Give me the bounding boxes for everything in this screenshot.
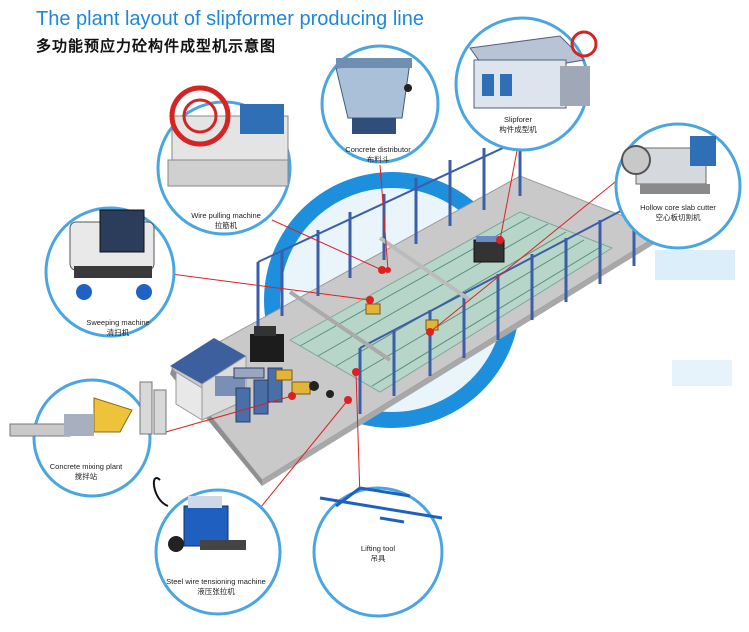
title-english: The plant layout of slipformer producing… — [36, 8, 424, 30]
callout-slipformer — [454, 16, 598, 152]
label-concrete-distributor: Concrete distributor 布料斗 — [345, 145, 410, 165]
hydraulic-jack-icon — [152, 477, 246, 552]
black-press — [250, 334, 284, 362]
crane-rails — [257, 139, 635, 362]
label-wire-pulling-machine: Wire pulling machine 拉筋机 — [191, 211, 261, 231]
label-cn: 布料斗 — [366, 155, 390, 164]
wire-reel-icon — [167, 85, 289, 187]
label-lifting-tool: Lifting tool 吊具 — [361, 544, 395, 564]
label-en: Wire pulling machine — [191, 211, 261, 220]
callout-lifting-tool — [312, 486, 444, 618]
label-en: Sweeping machine — [86, 318, 150, 327]
floor-vehicles — [275, 236, 505, 398]
callout-tensioning — [152, 477, 282, 616]
label-sweeping-machine: Sweeping machine 清扫机 — [86, 318, 149, 338]
hopper-icon — [335, 58, 412, 134]
label-en: Lifting tool — [360, 544, 396, 553]
leader-dots — [288, 236, 504, 404]
label-hollow-core-slab-cutter: Hollow core slab cutter 空心板切割机 — [640, 203, 716, 223]
label-cn: 拉筋机 — [214, 221, 238, 230]
label-en: Hollow core slab cutter — [640, 203, 716, 212]
callout-slab-cutter — [614, 122, 742, 250]
saw-icon — [621, 136, 716, 194]
label-slipformer: Slipforer 构件成型机 — [499, 115, 537, 135]
title-chinese: 多功能预应力砼构件成型机示意图 — [36, 37, 277, 55]
callout-concrete-distributor — [320, 44, 440, 164]
callout-sweeping — [44, 206, 176, 338]
label-en: Slipforer — [504, 115, 532, 124]
label-cn: 液压张拉机 — [197, 587, 235, 596]
label-cn: 吊具 — [370, 554, 386, 563]
slipformer-icon — [469, 30, 598, 109]
leader-lines — [155, 134, 621, 519]
label-steel-wire-tensioning-machine: Steel wire tensioning machine 液压张拉机 — [166, 577, 266, 597]
sweeper-icon — [69, 209, 155, 300]
callout-mixing-plant — [9, 378, 167, 498]
lifting-beam-icon — [319, 486, 443, 524]
label-cn: 空心板切割机 — [655, 213, 701, 222]
mixing-plant-icon — [9, 381, 167, 437]
label-en: Steel wire tensioning machine — [166, 577, 266, 586]
crane-columns — [256, 140, 636, 414]
label-en: Concrete mixing plant — [49, 462, 123, 471]
label-en: Concrete distributor — [345, 145, 411, 154]
label-cn: 构件成型机 — [499, 125, 537, 134]
label-cn: 清扫机 — [106, 328, 130, 337]
callout-wire-pulling — [156, 85, 292, 236]
label-cn: 搅拌站 — [74, 472, 98, 481]
label-concrete-mixing-plant: Concrete mixing plant 搅拌站 — [50, 462, 123, 482]
